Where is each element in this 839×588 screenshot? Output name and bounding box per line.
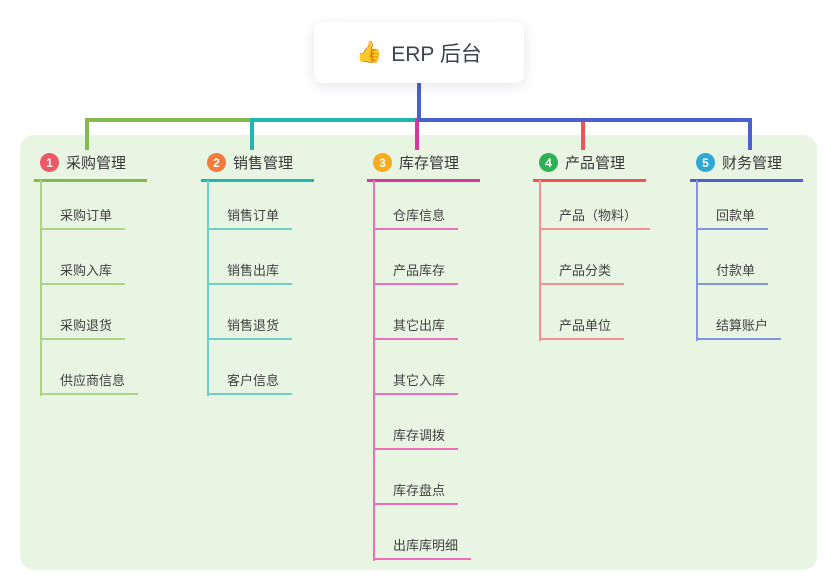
child-item[interactable]: 销售订单 — [207, 208, 293, 230]
child-item[interactable]: 采购退货 — [40, 318, 126, 340]
branch-inventory: 3 库存管理 仓库信息 产品库存 其它出库 其它入库 库存调拨 库存盘点 出库库… — [367, 152, 480, 561]
branch-number-badge: 2 — [207, 153, 226, 172]
child-item[interactable]: 其它出库 — [373, 318, 459, 340]
branch-title-label: 采购管理 — [66, 155, 127, 172]
child-item[interactable]: 库存调拨 — [373, 428, 459, 450]
child-item[interactable]: 回款单 — [696, 208, 769, 230]
child-item[interactable]: 产品（物料） — [539, 208, 651, 230]
connector-branch-sales — [250, 83, 421, 150]
branch-rail — [539, 180, 541, 341]
child-item[interactable]: 出库库明细 — [373, 538, 472, 560]
child-item[interactable]: 其它入库 — [373, 373, 459, 395]
branch-title-label: 销售管理 — [233, 155, 294, 172]
child-item[interactable]: 销售出库 — [207, 263, 293, 285]
child-item[interactable]: 结算账户 — [696, 318, 782, 340]
child-item[interactable]: 产品分类 — [539, 263, 625, 285]
branch-product-title[interactable]: 4 产品管理 — [533, 152, 646, 182]
branch-rail — [207, 180, 209, 396]
branch-purchase-title[interactable]: 1 采购管理 — [34, 152, 147, 182]
connector-branch-product — [417, 83, 585, 150]
child-item[interactable]: 产品库存 — [373, 263, 459, 285]
branch-number-badge: 5 — [696, 153, 715, 172]
branch-title-label: 产品管理 — [565, 155, 626, 172]
branch-title-label: 财务管理 — [722, 155, 783, 172]
branch-sales-title[interactable]: 2 销售管理 — [201, 152, 314, 182]
branch-rail — [696, 180, 698, 341]
branch-rail — [40, 180, 42, 396]
branch-number-badge: 3 — [373, 153, 392, 172]
root-node[interactable]: 👍 ERP 后台 — [314, 22, 524, 83]
branch-purchase: 1 采购管理 采购订单 采购入库 采购退货 供应商信息 — [34, 152, 147, 396]
child-item[interactable]: 库存盘点 — [373, 483, 459, 505]
thumbs-up-icon: 👍 — [356, 40, 383, 64]
child-item[interactable]: 供应商信息 — [40, 373, 139, 395]
child-item[interactable]: 采购入库 — [40, 263, 126, 285]
root-node-label: ERP 后台 — [391, 42, 482, 66]
connector-branch-finance — [417, 83, 752, 150]
child-item[interactable]: 销售退货 — [207, 318, 293, 340]
child-item[interactable]: 采购订单 — [40, 208, 126, 230]
branch-sales: 2 销售管理 销售订单 销售出库 销售退货 客户信息 — [201, 152, 314, 396]
branch-inventory-title[interactable]: 3 库存管理 — [367, 152, 480, 182]
branch-finance-title[interactable]: 5 财务管理 — [690, 152, 803, 182]
branch-number-badge: 1 — [40, 153, 59, 172]
content-panel — [20, 135, 817, 570]
branch-title-label: 库存管理 — [399, 155, 460, 172]
child-item[interactable]: 付款单 — [696, 263, 769, 285]
child-item[interactable]: 仓库信息 — [373, 208, 459, 230]
branch-number-badge: 4 — [539, 153, 558, 172]
branch-finance: 5 财务管理 回款单 付款单 结算账户 — [690, 152, 803, 341]
child-item[interactable]: 产品单位 — [539, 318, 625, 340]
branch-rail — [373, 180, 375, 561]
branch-product: 4 产品管理 产品（物料） 产品分类 产品单位 — [533, 152, 651, 341]
child-item[interactable]: 客户信息 — [207, 373, 293, 395]
